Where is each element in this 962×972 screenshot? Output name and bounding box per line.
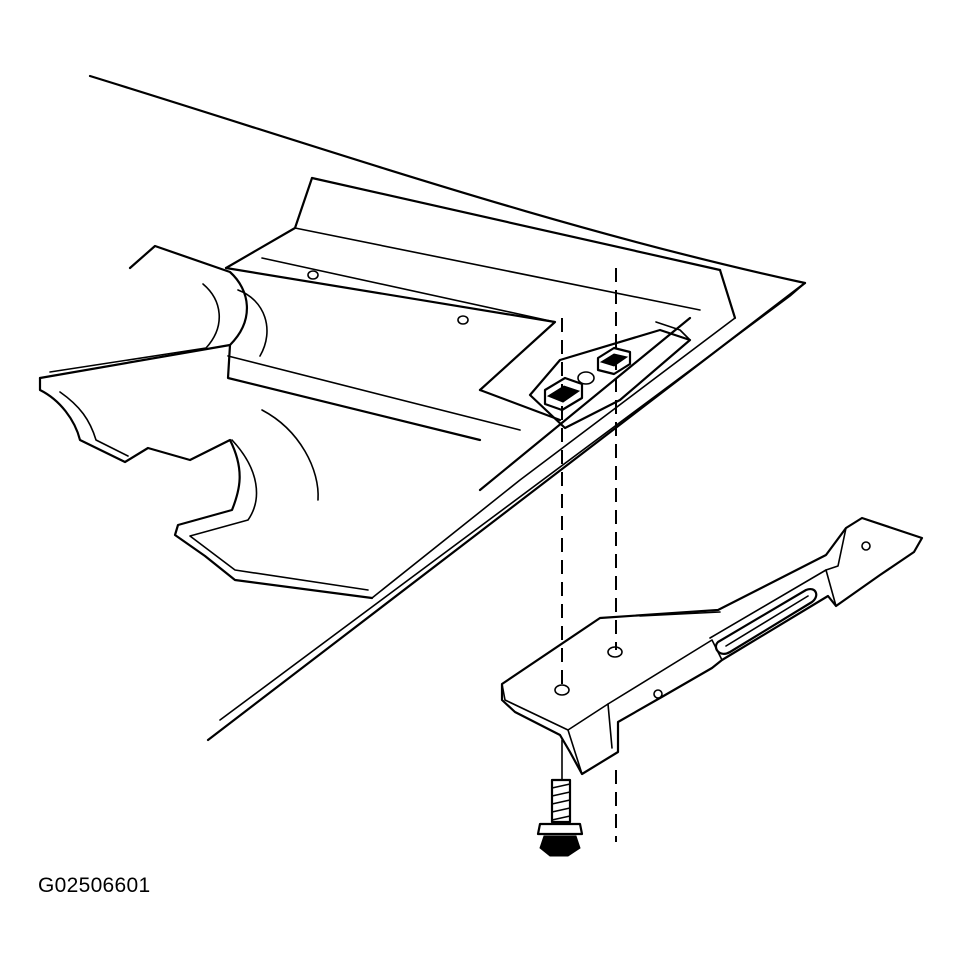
mounting-bracket <box>500 516 924 776</box>
bracket-hole <box>653 689 663 699</box>
hood-panel-outline <box>88 74 807 742</box>
inner-reinforcement-panel <box>224 176 737 599</box>
adjustment-slot <box>714 588 818 655</box>
panel-hole <box>457 315 469 325</box>
panel-hole <box>307 270 319 280</box>
bolt-icon <box>536 778 584 857</box>
pad-hole <box>577 371 595 385</box>
panel-flange-tabs <box>38 244 521 600</box>
bracket-hole <box>861 541 871 551</box>
mounting-pad <box>528 321 692 430</box>
bracket-hole <box>607 646 623 658</box>
bracket-hole <box>554 684 570 696</box>
figure-reference-code: G02506601 <box>38 874 151 897</box>
